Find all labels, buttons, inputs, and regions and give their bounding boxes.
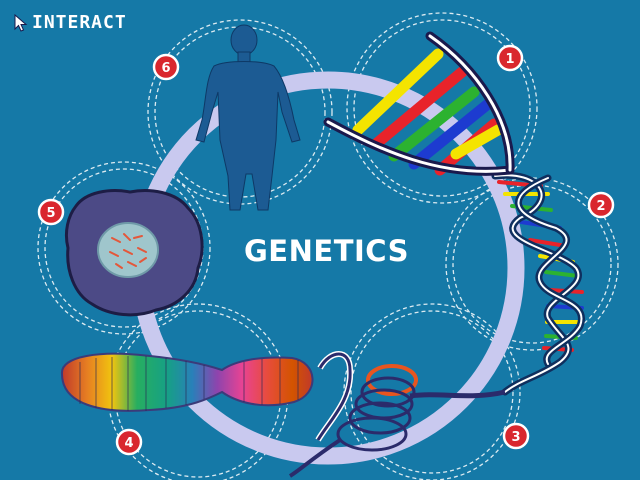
- coil-loop: [336, 416, 408, 452]
- arrow-cursor-icon: [14, 13, 28, 32]
- dashed-stage-circles: [37, 12, 619, 480]
- coil-loop: [360, 376, 416, 408]
- badge-6-label: 6: [161, 61, 170, 76]
- interact-header[interactable]: INTERACT: [14, 12, 127, 33]
- stage-circle-1: [346, 12, 538, 204]
- badge-2-label: 2: [596, 199, 605, 214]
- badge-5[interactable]: 5: [37, 198, 65, 226]
- badge-2[interactable]: 2: [587, 191, 615, 219]
- badge-6[interactable]: 6: [152, 53, 180, 81]
- stage-circle-3-inner: [350, 310, 514, 474]
- dna-double-helix: [491, 171, 585, 396]
- dna-replication-fork: [323, 31, 515, 176]
- badge-4-label: 4: [124, 436, 133, 451]
- badge-1-label: 1: [505, 52, 514, 67]
- badge-5-label: 5: [46, 206, 55, 221]
- nucleus: [97, 222, 159, 278]
- stage-badges: 1 2 3 4 5 6: [37, 44, 615, 456]
- coil-loop: [366, 364, 418, 396]
- chromatin-coil: [288, 351, 506, 478]
- stage-circle-1-inner: [353, 19, 531, 197]
- genetics-title: GENETICS: [244, 234, 409, 268]
- chromosome: [60, 352, 314, 412]
- stage-circle-2: [445, 177, 619, 351]
- coil-loop: [348, 401, 412, 435]
- stage-circle-6: [147, 19, 333, 205]
- badge-1[interactable]: 1: [496, 44, 524, 72]
- stage-circle-5: [37, 161, 211, 335]
- badge-3[interactable]: 3: [502, 422, 530, 450]
- interact-label: INTERACT: [32, 12, 127, 33]
- badge-3-label: 3: [511, 430, 520, 445]
- human-silhouette: [195, 24, 301, 211]
- badge-4[interactable]: 4: [115, 428, 143, 456]
- cell-with-nucleus: [64, 189, 204, 317]
